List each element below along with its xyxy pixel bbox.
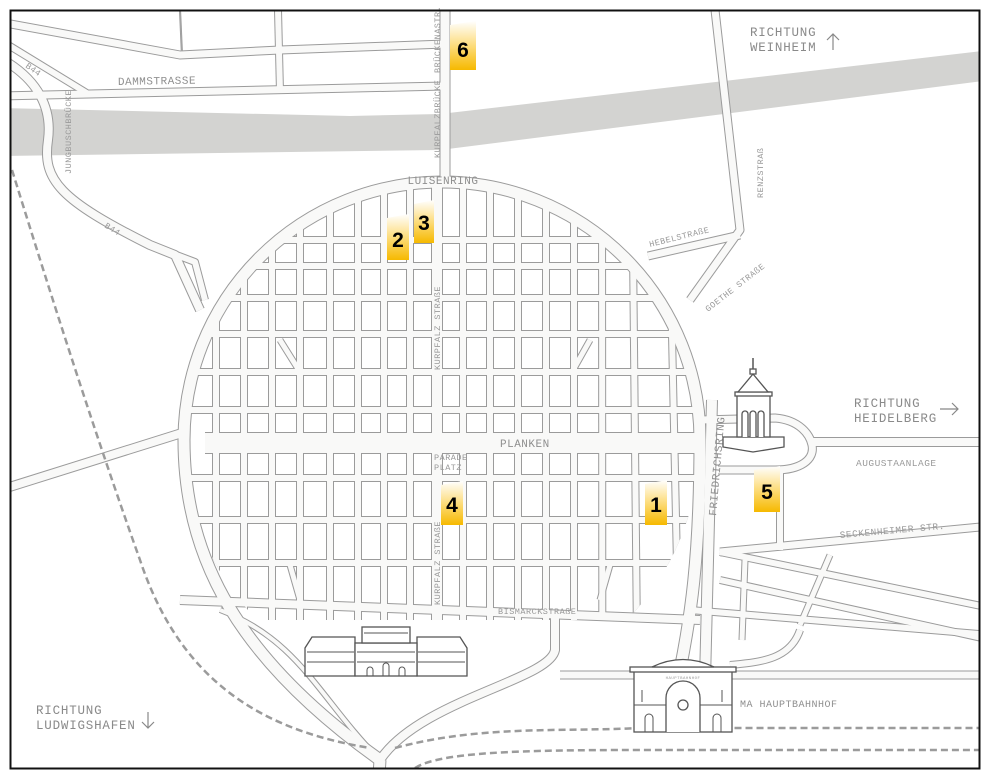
- map-marker-6[interactable]: 6: [450, 21, 476, 70]
- marker-badge: [387, 214, 409, 260]
- marker-badge: [645, 480, 667, 525]
- river-rhine: [11, 51, 979, 156]
- seckenheimer: [719, 523, 979, 556]
- road: [179, 11, 183, 56]
- road: [729, 628, 803, 668]
- landmark-label-hauptbahnhof: MA HAUPTBAHNHOF: [740, 700, 838, 711]
- arrow-up-icon: [826, 33, 840, 50]
- street-label-kurpfalzstrasse: KURPFALZ STRAßE: [433, 521, 443, 605]
- map-marker-2[interactable]: 2: [387, 214, 409, 260]
- railway-lines: [11, 169, 979, 768]
- hauptbahnhof-icon: HAUPTBAHNHOF: [629, 658, 737, 733]
- street: [277, 338, 613, 601]
- street-label-dammstrasse: DAMMSTRASSE: [118, 76, 196, 89]
- road: [689, 607, 979, 638]
- street-label-brueckenstrasse: BRÜCKENASTR.: [432, 6, 443, 73]
- direction-heidelberg: HEIDELBERG: [854, 412, 937, 426]
- road: [178, 439, 384, 765]
- arrow-right-icon: [940, 402, 959, 416]
- street-label-bismarckstrasse: BISMARCKSTRAßE: [498, 607, 576, 617]
- marker-number: 4: [446, 494, 458, 517]
- marker-badge: [754, 466, 780, 512]
- road: [739, 554, 833, 641]
- hebelstrasse: [647, 231, 741, 260]
- map-marker-3[interactable]: 3: [414, 200, 434, 243]
- road: [719, 549, 979, 609]
- road: [11, 43, 92, 98]
- marker-number: 6: [457, 39, 469, 62]
- dammstrasse: [11, 82, 446, 100]
- street-label-renzstrasse: RENZSTRAß: [756, 148, 766, 198]
- map-marker-5[interactable]: 5: [754, 466, 780, 512]
- marker-badge: [414, 200, 434, 243]
- marker-badge: [441, 481, 463, 525]
- direction-weinheim: WEINHEIM: [750, 41, 816, 55]
- street-label-kurpfalzbruecke: KURPFALZBRÜCKE: [432, 80, 443, 158]
- place-label-paradeplatz: PARADE: [434, 453, 468, 463]
- road: [148, 242, 208, 301]
- road: [275, 11, 283, 93]
- street-label-planken: PLANKEN: [500, 439, 550, 451]
- street-label-augustaanlage: AUGUSTAANLAGE: [856, 458, 937, 469]
- friedrichsring: [700, 399, 717, 681]
- map-marker-4[interactable]: 4: [441, 481, 463, 525]
- map-marker-1[interactable]: 1: [645, 480, 667, 525]
- marker-badge: [450, 21, 476, 70]
- marker-number: 5: [761, 481, 773, 504]
- road: [376, 612, 559, 763]
- direction-ludwigshafen: RICHTUNG: [36, 704, 102, 718]
- street-label-kurpfalzstrasse: KURPFALZ STRAßE: [433, 286, 443, 370]
- marker-number: 3: [418, 212, 430, 235]
- schloss-icon: [304, 626, 468, 677]
- marker-number: 2: [392, 229, 404, 252]
- arrow-down-icon: [141, 712, 155, 729]
- marker-number: 1: [650, 494, 662, 517]
- road: [11, 428, 187, 491]
- map-frame: [9, 9, 981, 770]
- luisenring: [178, 176, 706, 672]
- place-label-paradeplatz: PLATZ: [434, 463, 462, 473]
- direction-weinheim: RICHTUNG: [750, 26, 816, 40]
- road: [11, 20, 446, 59]
- direction-ludwigshafen: LUDWIGSHAFEN: [36, 719, 136, 733]
- street-label-jungbuschbruecke: JUNGBUSCHBRÜCKE: [63, 90, 74, 174]
- road: [373, 759, 386, 768]
- wasserturm-icon: [722, 358, 785, 453]
- station-sign: HAUPTBAHNHOF: [666, 677, 701, 681]
- direction-heidelberg: RICHTUNG: [854, 397, 920, 411]
- renzstrasse: [687, 11, 744, 303]
- street-label-luisenring: LUISENRING: [407, 176, 478, 188]
- b44: [11, 59, 204, 312]
